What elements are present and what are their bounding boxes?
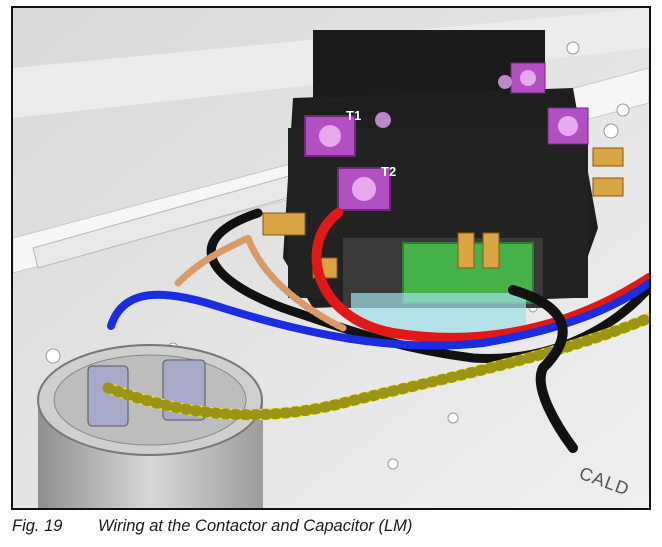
contactor: T1 T2 — [262, 30, 624, 333]
figure-caption-text: Wiring at the Contactor and Capacitor (L… — [98, 517, 413, 535]
figure-number: Fig. 19 — [12, 517, 63, 535]
terminal-t1-label: T1 — [346, 108, 361, 123]
wire-red — [311, 208, 649, 343]
wiring — [102, 208, 649, 453]
cable-tie — [508, 285, 578, 453]
wire-blue — [107, 279, 649, 350]
figure-caption: Fig. 19 Wiring at the Contactor and Capac… — [12, 517, 412, 536]
figure-image: CALD — [11, 6, 651, 510]
wiring-illustration: CALD — [13, 8, 649, 508]
terminal-t2-label: T2 — [381, 164, 396, 179]
capacitor — [37, 344, 263, 508]
wire-orange — [174, 233, 347, 332]
